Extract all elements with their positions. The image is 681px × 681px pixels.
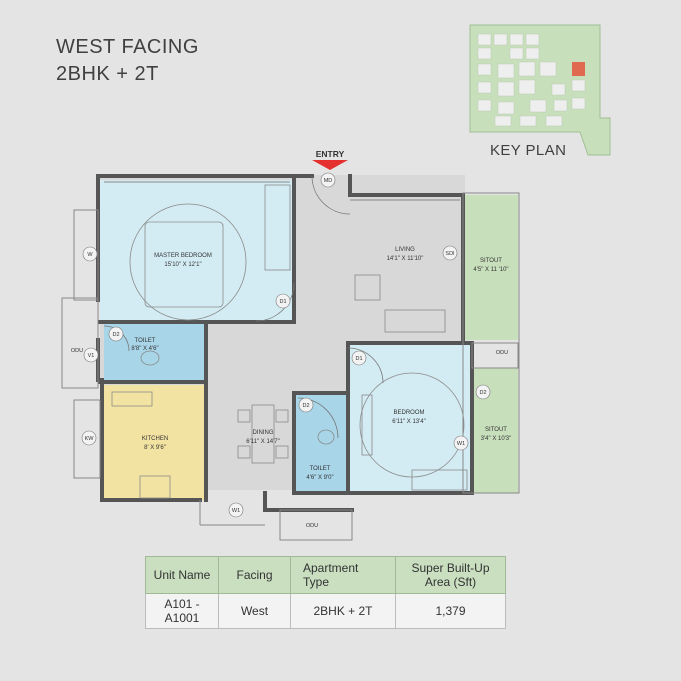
windows-and-outlines <box>61 181 520 541</box>
tag-sdi: SDI <box>442 245 458 261</box>
dining-size: 6'11" X 14'7" <box>246 439 279 445</box>
toilet1-size: 8'8" X 4'6" <box>131 346 158 352</box>
tag-w1-bedroom: W1 <box>453 435 469 451</box>
tag-odu-west: ODU <box>71 348 83 354</box>
cell-facing: West <box>218 593 291 629</box>
entry-arrow-icon <box>312 160 348 170</box>
toilet2-name: TOILET <box>310 466 331 472</box>
tag-v1: V1 <box>83 347 99 363</box>
entry-marker: ENTRY <box>312 149 348 170</box>
dining-name: DINING <box>253 430 274 436</box>
svg-text:MD: MD <box>324 178 333 184</box>
svg-text:V1: V1 <box>88 353 95 359</box>
facing-title: WEST FACING <box>56 36 199 58</box>
svg-text:D1: D1 <box>355 356 362 362</box>
room-labels: MASTER BEDROOM 15'10" X 12'1" TOILET 8'8… <box>131 247 511 481</box>
svg-text:W1: W1 <box>457 441 465 447</box>
tag-d1-master: D1 <box>275 293 291 309</box>
bedroom-size: 6'11" X 13'4" <box>392 419 425 425</box>
svg-text:SDI: SDI <box>445 251 455 257</box>
key-plan <box>469 24 611 156</box>
svg-text:D2: D2 <box>302 403 309 409</box>
bedroom-area <box>347 343 472 493</box>
tag-kw: KW <box>81 430 97 446</box>
svg-text:D1: D1 <box>279 299 286 305</box>
room-fills <box>100 175 518 500</box>
bedroom-name: BEDROOM <box>393 410 424 416</box>
entry-label: ENTRY <box>316 149 345 159</box>
cell-apartment-type: 2BHK + 2T <box>290 593 396 629</box>
cell-unit-name: A101 - A1001 <box>145 593 219 629</box>
header-area: Super Built-Up Area (Sft) <box>395 556 506 594</box>
tag-md: MD <box>320 172 336 188</box>
sitout1-size: 4'5" X 11 '10" <box>473 267 508 273</box>
tag-d2-toilet2: D2 <box>298 397 314 413</box>
living-name: LIVING <box>395 247 415 253</box>
unit-table-header-row: Unit Name Facing Apartment Type Super Bu… <box>145 556 506 594</box>
sitout2-name: SITOUT <box>485 427 507 433</box>
plan-title: WEST FACING 2BHK + 2T <box>56 34 199 88</box>
svg-text:W: W <box>87 252 93 258</box>
svg-text:D2: D2 <box>112 332 119 338</box>
header-apartment-type: Apartment Type <box>290 556 396 594</box>
living-size: 14'1" X 11'10" <box>387 256 424 262</box>
unit-table: Unit Name Facing Apartment Type Super Bu… <box>145 556 506 629</box>
master-bedroom-name: MASTER BEDROOM <box>154 253 212 259</box>
tag-w1-dining: W1 <box>228 502 244 518</box>
unit-type-title: 2BHK + 2T <box>56 63 159 85</box>
svg-text:KW: KW <box>85 436 95 442</box>
tag-odu-east: ODU <box>496 350 508 356</box>
tag-w: W <box>82 246 98 262</box>
tag-d2-sitout: D2 <box>475 384 491 400</box>
tag-d2-toilet1: D2 <box>108 326 124 342</box>
svg-text:D2: D2 <box>479 390 486 396</box>
key-plan-highlight <box>572 62 585 76</box>
header-unit-name: Unit Name <box>145 556 219 594</box>
kitchen-name: KITCHEN <box>142 436 168 442</box>
sitout1-name: SITOUT <box>480 258 502 264</box>
opening-tags: MD D1 D1 D2 D2 D2 SDI W W1 W1 V1 KW ODU … <box>71 172 508 529</box>
master-bedroom-size: 15'10" X 12'1" <box>164 262 201 268</box>
header-facing: Facing <box>218 556 291 594</box>
furniture <box>111 184 468 499</box>
tag-odu-south: ODU <box>306 523 318 529</box>
tag-d1-bedroom: D1 <box>351 350 367 366</box>
svg-text:W1: W1 <box>232 508 240 514</box>
toilet1-name: TOILET <box>135 338 156 344</box>
kitchen-area <box>104 385 206 500</box>
sitout1-area <box>463 195 518 340</box>
toilet2-size: 4'6" X 9'0" <box>306 475 333 481</box>
sitout2-size: 3'4" X 10'3" <box>481 436 512 442</box>
cell-area: 1,379 <box>395 593 506 629</box>
kitchen-size: 8' X 9'6" <box>144 445 166 451</box>
table-row: A101 - A1001 West 2BHK + 2T 1,379 <box>145 593 506 629</box>
master-bedroom-area <box>100 180 295 320</box>
key-plan-label: KEY PLAN <box>490 142 567 159</box>
